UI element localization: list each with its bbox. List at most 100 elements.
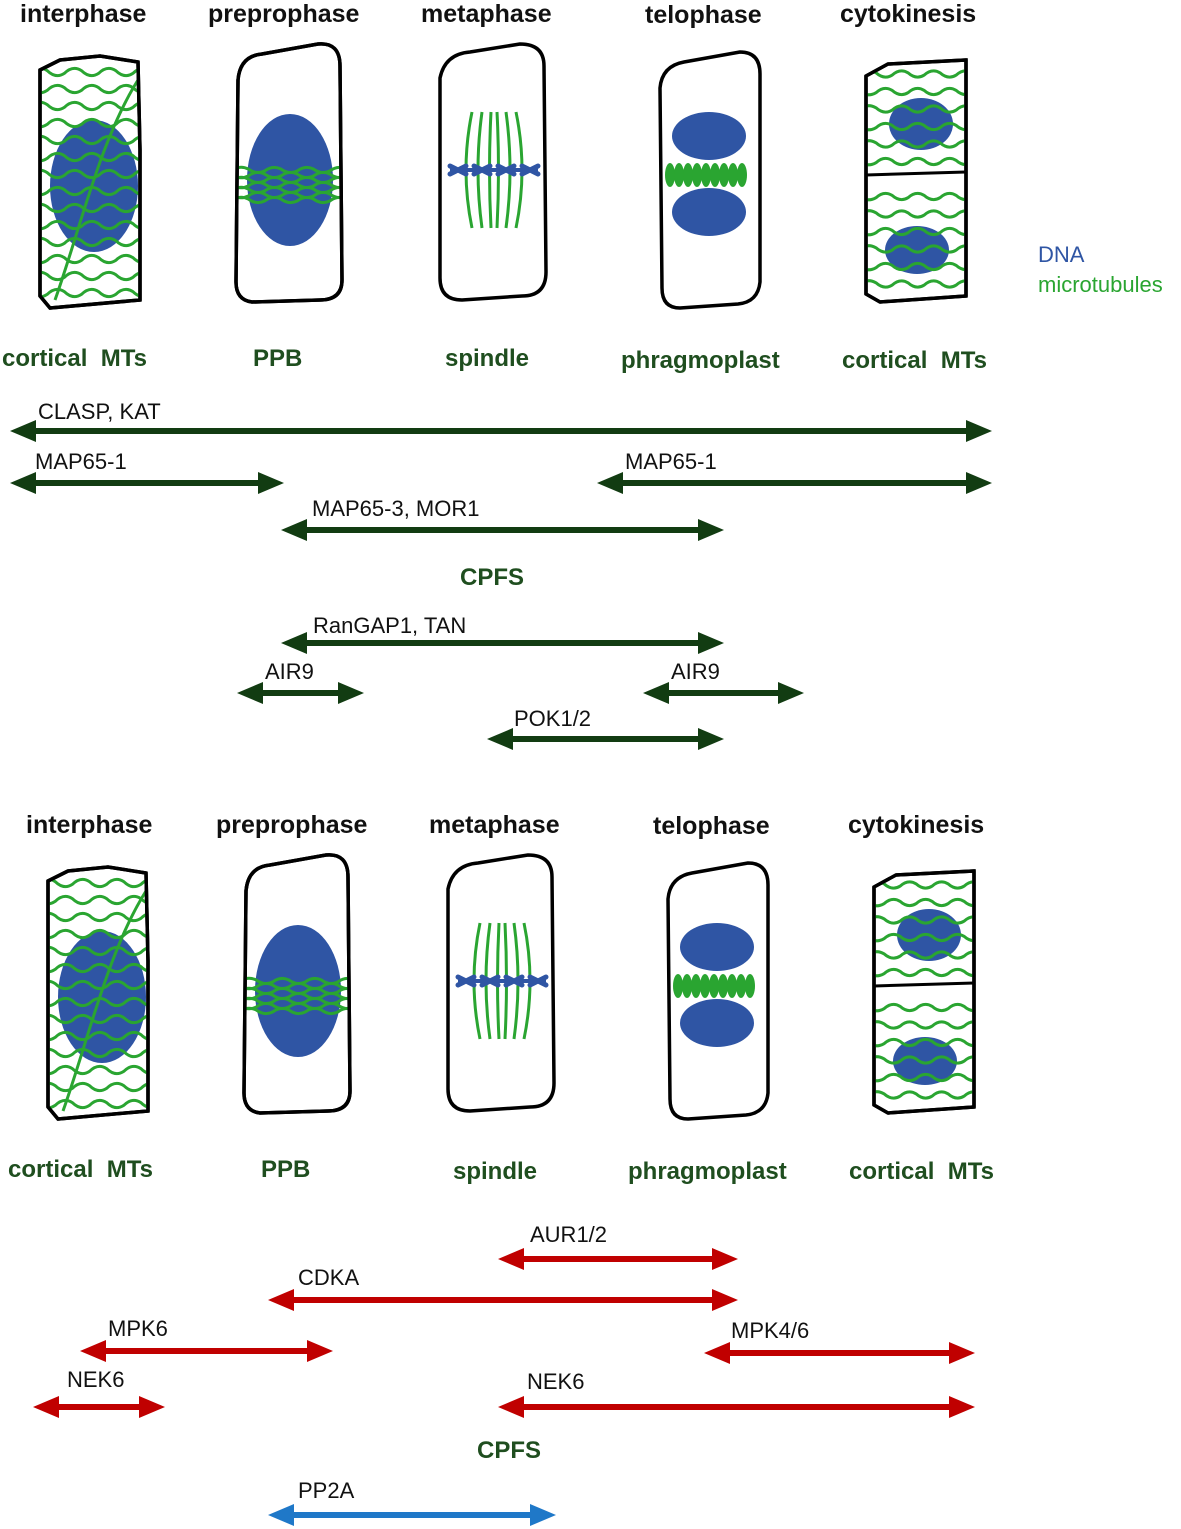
phragmoplast-microtubule xyxy=(709,974,719,998)
phragmoplast-microtubule xyxy=(745,974,755,998)
daughter-nucleus xyxy=(885,226,949,274)
cell-wall-outline xyxy=(234,42,344,304)
phase-preprophase-2: preprophase xyxy=(216,811,368,839)
arrow-head-left xyxy=(281,632,307,654)
protein-label-rangap1-tan: RanGAP1, TAN xyxy=(313,613,467,638)
structure-cortical-mts-2: cortical MTs xyxy=(842,347,987,374)
cortical-microtubule xyxy=(48,1030,148,1042)
structure-ppb-2: PPB xyxy=(261,1156,311,1183)
cortical-microtubule xyxy=(48,962,148,974)
arrow-head-right xyxy=(712,1289,738,1311)
cortical-microtubule xyxy=(53,79,140,301)
phragmoplast-microtubule xyxy=(727,974,737,998)
phragmoplast-microtubule xyxy=(674,163,684,187)
phase-cytokinesis-2: cytokinesis xyxy=(848,811,985,839)
arrow-head-left xyxy=(487,728,513,750)
structure-cortical-mts: cortical MTs xyxy=(2,345,147,372)
structure-spindle-2: spindle xyxy=(453,1158,538,1185)
cortical-microtubule xyxy=(866,104,966,114)
cell-wall-outline xyxy=(46,865,150,1121)
kinase-label-aur1-2: AUR1/2 xyxy=(530,1222,608,1247)
cortical-microtubule xyxy=(48,911,148,923)
daughter-nucleus xyxy=(672,112,746,160)
arrow-head-left xyxy=(268,1289,294,1311)
cortical-microtubule xyxy=(874,897,974,908)
protein-label-map65-1: MAP65-1 xyxy=(35,449,127,474)
phragmoplast-microtubule xyxy=(736,974,746,998)
cell-cytokinesis-content xyxy=(866,69,966,289)
cortical-microtubule xyxy=(874,1020,974,1030)
nucleus xyxy=(255,925,341,1057)
cpfs-label: CPFS xyxy=(460,564,525,591)
legend-microtubules: microtubules xyxy=(1038,272,1163,297)
phragmoplast-microtubule xyxy=(682,974,692,998)
cortical-microtubule xyxy=(866,69,966,79)
cortical-microtubule xyxy=(866,226,966,237)
cortical-microtubule xyxy=(48,894,148,906)
cell-wall-outline xyxy=(864,58,968,304)
ppb-microtubule xyxy=(236,190,342,200)
arrow-head-left xyxy=(237,682,263,704)
cortical-microtubule xyxy=(874,915,974,925)
cortical-microtubule xyxy=(40,202,140,214)
phragmoplast-microtubule xyxy=(718,974,728,998)
cortical-microtubule xyxy=(874,1072,974,1083)
kinase-label-mpk6: MPK6 xyxy=(108,1316,168,1341)
arrow-head-left xyxy=(643,682,669,704)
phragmoplast-microtubule xyxy=(683,163,693,187)
cortical-microtubule xyxy=(866,261,966,272)
arrow-head-left xyxy=(33,1396,59,1418)
cortical-microtubule xyxy=(866,209,966,219)
cell-metaphase-1 xyxy=(438,42,548,302)
arrow-head-right xyxy=(139,1396,165,1418)
arrow-air9-late xyxy=(643,682,804,704)
arrow-head-left xyxy=(10,420,36,442)
arrow-head-left xyxy=(498,1248,524,1270)
cortical-microtubule xyxy=(40,287,140,299)
phragmoplast-microtubule xyxy=(692,163,702,187)
cortical-microtubule xyxy=(866,244,966,254)
cortical-microtubule xyxy=(874,932,974,943)
nucleus xyxy=(247,114,333,246)
cortical-microtubule xyxy=(866,156,966,167)
cell-interphase-1 xyxy=(38,54,142,310)
cell-interphase-content xyxy=(40,66,140,301)
ppb-microtubule xyxy=(236,180,342,190)
phosphatase-label-pp2a: PP2A xyxy=(298,1478,355,1503)
arrow-air9 xyxy=(237,682,364,704)
structure-phragmoplast: phragmoplast xyxy=(621,347,780,374)
phase-interphase: interphase xyxy=(20,0,147,28)
phase-telophase: telophase xyxy=(645,1,762,29)
legend-dna: DNA xyxy=(1038,242,1085,267)
cortical-microtubule xyxy=(866,191,966,202)
arrow-head-right xyxy=(530,1504,556,1526)
protein-label-air9-late: AIR9 xyxy=(671,659,720,684)
arrow-head-right xyxy=(698,519,724,541)
arrow-nek6-late xyxy=(498,1396,975,1418)
ppb-microtubule xyxy=(236,170,342,180)
cell-wall-outline xyxy=(242,853,352,1115)
protein-label-map65-3-mor1: MAP65-3, MOR1 xyxy=(312,496,480,521)
phase-cytokinesis: cytokinesis xyxy=(840,0,977,28)
arrow-pp2a xyxy=(268,1504,556,1526)
cortical-microtubule xyxy=(48,928,148,940)
arrow-head-right xyxy=(698,632,724,654)
cell-interphase-content xyxy=(48,877,148,1112)
daughter-nucleus xyxy=(680,999,754,1047)
structure-ppb: PPB xyxy=(253,345,303,372)
cortical-microtubule xyxy=(48,877,148,889)
cortical-microtubule xyxy=(866,86,966,97)
phragmoplast-microtubule xyxy=(719,163,729,187)
cortical-microtubule xyxy=(866,279,966,289)
arrow-mpk4-6 xyxy=(704,1342,975,1364)
ppb-microtubule xyxy=(244,1006,350,1016)
ppb-microtubule xyxy=(244,991,350,1001)
kinase-label-cdka: CDKA xyxy=(298,1265,360,1290)
protein-label-map65-1-late: MAP65-1 xyxy=(625,449,717,474)
phragmoplast-microtubule xyxy=(665,163,675,187)
ppb-microtubule xyxy=(244,981,350,991)
cortical-microtubule xyxy=(61,890,148,1112)
structure-cortical-mts-3: cortical MTs xyxy=(8,1156,153,1183)
cortical-microtubule xyxy=(48,1064,148,1076)
cortical-microtubule xyxy=(48,1098,148,1110)
